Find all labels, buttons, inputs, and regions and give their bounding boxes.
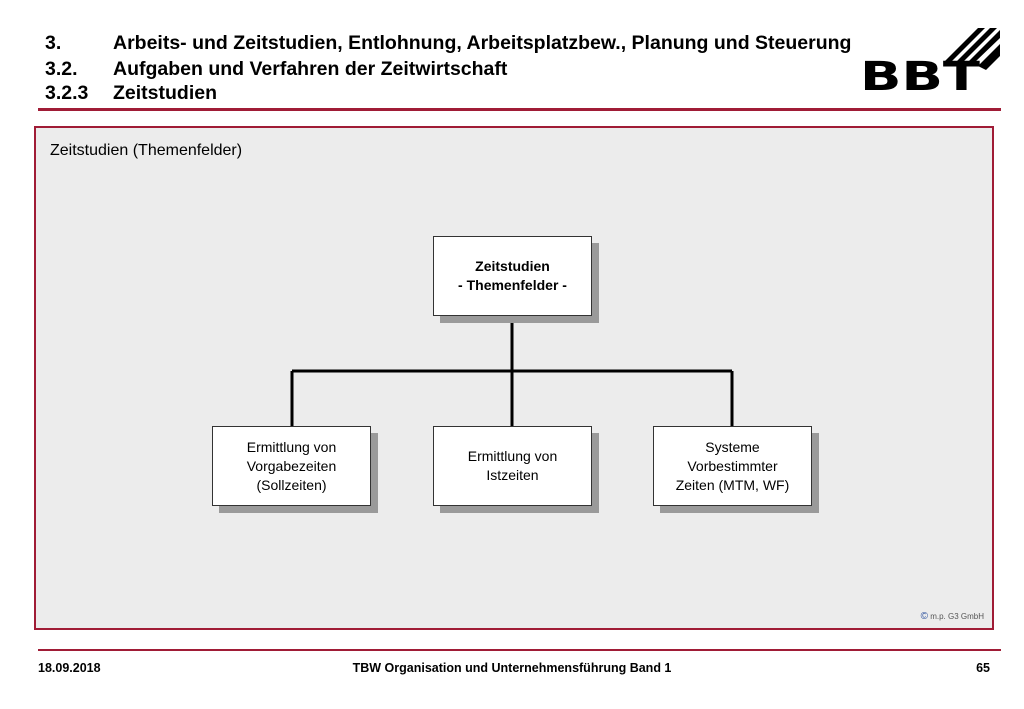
footer-date: 18.09.2018 bbox=[38, 661, 101, 675]
node-label: Zeitstudien - Themenfelder - bbox=[458, 258, 567, 293]
bbt-logo: BBT bbox=[860, 28, 1000, 94]
header-number: 3.2. bbox=[45, 58, 78, 80]
node-label: Ermittlung von Vorgabezeiten (Sollzeiten… bbox=[246, 438, 337, 493]
copyright-note: © m.p. G3 GmbH bbox=[921, 611, 984, 622]
connector-lines bbox=[290, 316, 734, 426]
footer-divider bbox=[38, 649, 1001, 651]
copyright-icon: © bbox=[920, 611, 928, 622]
node-vorgabezeiten: Ermittlung von Vorgabezeiten (Sollzeiten… bbox=[212, 426, 371, 506]
node-zeitstudien-root: Zeitstudien - Themenfelder - bbox=[433, 236, 592, 316]
footer-page-number: 65 bbox=[976, 661, 990, 675]
header-number: 3.2.3 bbox=[45, 82, 89, 104]
header-title: Zeitstudien bbox=[113, 82, 218, 104]
copyright-text: m.p. G3 GmbH bbox=[930, 612, 984, 621]
header-number: 3. bbox=[45, 32, 62, 54]
panel-title: Zeitstudien (Themenfelder) bbox=[50, 142, 243, 159]
node-systeme-vorbestimmter-zeiten: Systeme Vorbestimmter Zeiten (MTM, WF) bbox=[653, 426, 812, 506]
node-istzeiten: Ermittlung von Istzeiten bbox=[433, 426, 592, 506]
node-label: Systeme Vorbestimmter Zeiten (MTM, WF) bbox=[675, 438, 790, 493]
header-divider bbox=[38, 108, 1001, 111]
diagram-panel: Zeitstudien (Themenfelder) Zeitstudien -… bbox=[34, 126, 994, 630]
footer-title: TBW Organisation und Unternehmensführung… bbox=[352, 661, 672, 675]
logo-text: BBT bbox=[860, 54, 981, 94]
header-title: Arbeits- und Zeitstudien, Entlohnung, Ar… bbox=[113, 32, 852, 54]
node-label: Ermittlung von Istzeiten bbox=[467, 448, 558, 483]
header-title: Aufgaben und Verfahren der Zeitwirtschaf… bbox=[113, 58, 508, 80]
